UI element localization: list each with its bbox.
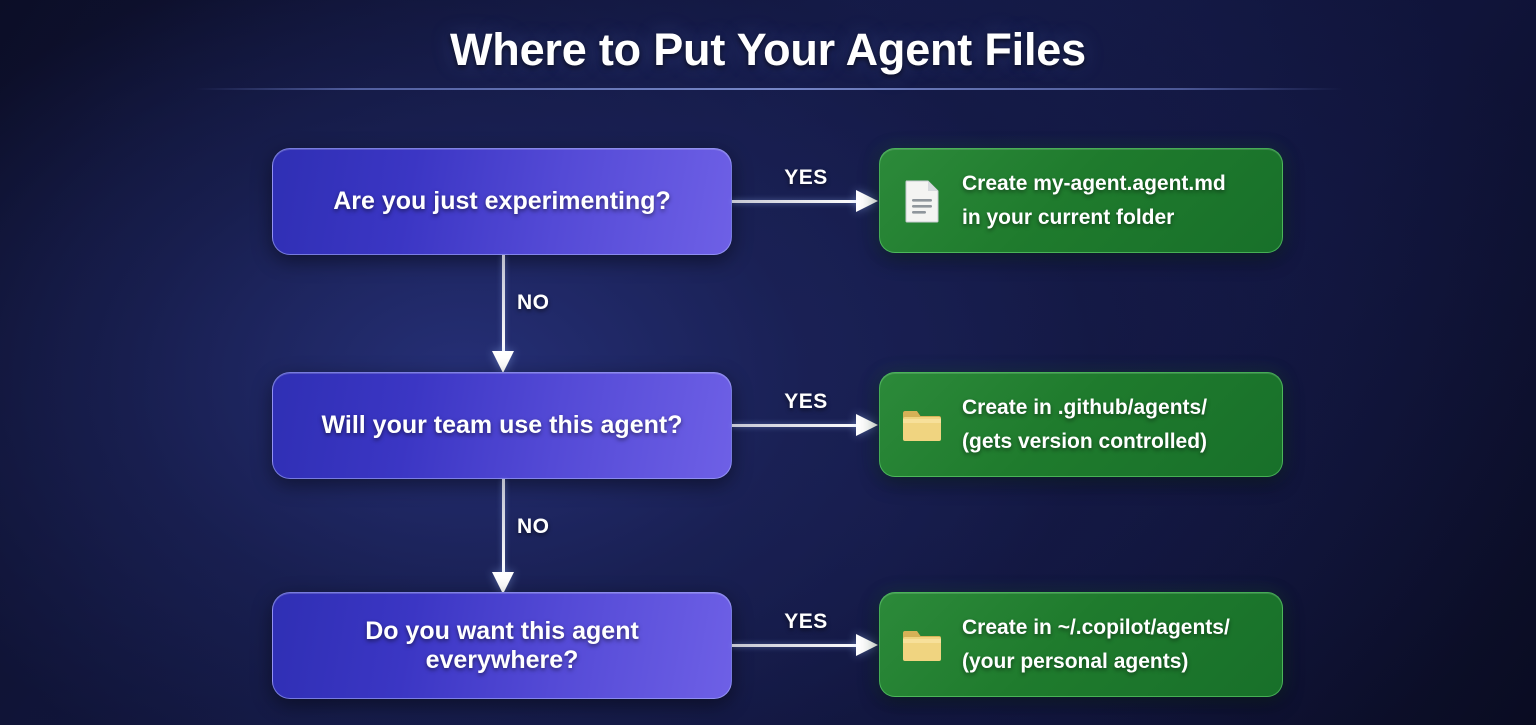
folder-icon <box>898 621 946 669</box>
arrow-line <box>732 644 858 647</box>
decision-box-everywhere[interactable]: Do you want this agent everywhere? <box>272 592 732 699</box>
yes-arrow-0: YES <box>732 148 880 255</box>
decision-label: Are you just experimenting? <box>333 187 671 215</box>
page-title: Where to Put Your Agent Files <box>450 24 1086 75</box>
decision-label: Do you want this agent everywhere? <box>365 616 639 674</box>
arrow-line <box>502 255 505 351</box>
result-text: Create in ~/.copilot/agents/ (your perso… <box>962 611 1230 678</box>
result-line: (your personal agents) <box>962 649 1189 673</box>
arrow-head-icon <box>856 414 878 436</box>
result-line: in your current folder <box>962 205 1175 229</box>
arrow-head-icon <box>856 190 878 212</box>
title-divider <box>195 88 1343 90</box>
no-label: NO <box>517 291 550 314</box>
yes-label: YES <box>784 390 828 413</box>
yes-arrow-2: YES <box>732 592 880 699</box>
yes-label: YES <box>784 166 828 189</box>
result-text: Create my-agent.agent.md in your current… <box>962 167 1226 234</box>
arrow-line <box>502 479 505 572</box>
title-area: Where to Put Your Agent Files <box>0 0 1536 100</box>
decision-label: Will your team use this agent? <box>321 411 683 439</box>
no-label: NO <box>517 515 550 538</box>
no-arrow-1: NO <box>445 479 565 594</box>
arrow-line <box>732 424 858 427</box>
result-box-copilot-agents[interactable]: Create in ~/.copilot/agents/ (your perso… <box>879 592 1283 697</box>
no-arrow-0: NO <box>445 255 565 373</box>
result-box-current-folder[interactable]: Create my-agent.agent.md in your current… <box>879 148 1283 253</box>
decision-box-team-use[interactable]: Will your team use this agent? <box>272 372 732 479</box>
result-box-github-agents[interactable]: Create in .github/agents/ (gets version … <box>879 372 1283 477</box>
document-icon <box>898 177 946 225</box>
yes-label: YES <box>784 610 828 633</box>
arrow-head-icon <box>856 634 878 656</box>
result-line: (gets version controlled) <box>962 429 1208 453</box>
result-text: Create in .github/agents/ (gets version … <box>962 391 1207 458</box>
result-line: Create my-agent.agent.md <box>962 171 1226 195</box>
result-line: Create in .github/agents/ <box>962 395 1208 419</box>
yes-arrow-1: YES <box>732 372 880 479</box>
arrow-line <box>732 200 858 203</box>
arrow-head-icon <box>492 351 514 373</box>
folder-icon <box>898 401 946 449</box>
result-line: Create in ~/.copilot/agents/ <box>962 615 1230 639</box>
decision-box-experimenting[interactable]: Are you just experimenting? <box>272 148 732 255</box>
arrow-head-icon <box>492 572 514 594</box>
